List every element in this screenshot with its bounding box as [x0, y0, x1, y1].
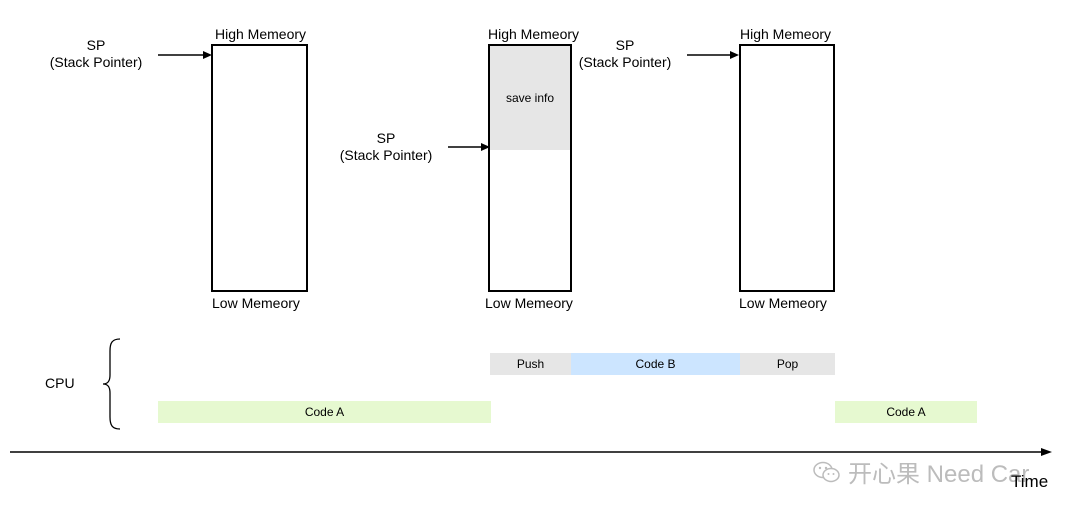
sp-label-1-line2: (Stack Pointer)	[49, 54, 143, 70]
sp-arrow-2	[448, 143, 490, 151]
sp-label-2-line1: SP	[376, 130, 396, 146]
sp-label-3-line1: SP	[615, 37, 635, 53]
code-a-label-1: Code A	[304, 405, 345, 419]
code-a-label-2: Code A	[886, 405, 926, 419]
low-memory-label-2: Low Memeory	[485, 295, 573, 311]
high-memory-label-1: High Memeory	[215, 26, 307, 42]
sp-label-2: SP (Stack Pointer)	[334, 130, 438, 164]
code-b-bar: Code B	[571, 353, 740, 375]
sp-label-3: SP (Stack Pointer)	[573, 37, 677, 71]
sp-arrow-3	[687, 51, 739, 59]
wechat-icon	[813, 461, 840, 482]
watermark-text: 开心果 Need Car	[848, 461, 1030, 488]
push-bar: Push	[490, 353, 571, 375]
memory-stack-3	[739, 44, 835, 292]
pop-bar: Pop	[740, 353, 835, 375]
cpu-label: CPU	[45, 375, 75, 391]
cpu-brace	[102, 338, 121, 430]
code-a-bar-2: Code A	[835, 401, 977, 423]
pop-label: Pop	[776, 357, 799, 371]
code-b-label: Code B	[635, 357, 676, 371]
memory-stack-2: save info	[488, 44, 572, 292]
low-memory-label-3: Low Memeory	[739, 295, 827, 311]
push-label: Push	[516, 357, 545, 371]
high-memory-label-3: High Memeory	[740, 26, 832, 42]
time-axis-label: Time	[1011, 472, 1049, 491]
saved-context-block: save info	[490, 46, 570, 150]
low-memory-label-1: Low Memeory	[212, 295, 300, 311]
sp-label-1-line1: SP	[86, 37, 106, 53]
sp-label-1: SP (Stack Pointer)	[44, 37, 148, 71]
sp-label-3-line2: (Stack Pointer)	[578, 54, 672, 70]
code-a-bar-1: Code A	[158, 401, 491, 423]
sp-label-2-line2: (Stack Pointer)	[339, 147, 433, 163]
memory-stack-1	[211, 44, 308, 292]
sp-arrow-1	[158, 51, 212, 59]
time-axis-arrow	[10, 448, 1052, 456]
saved-context-label: save info	[505, 91, 555, 105]
watermark: 开心果 Need Car	[812, 454, 1029, 489]
high-memory-label-2: High Memeory	[488, 26, 580, 42]
